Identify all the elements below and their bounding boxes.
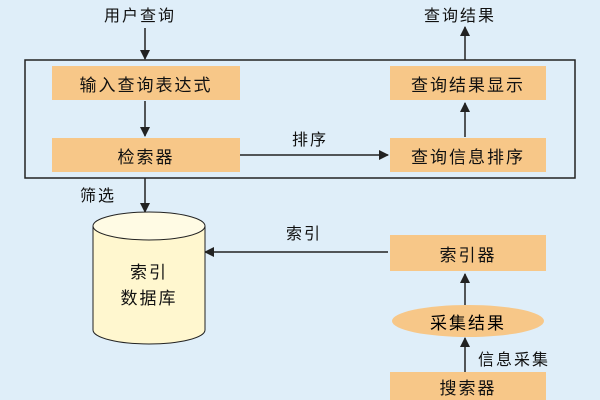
- label-info-collect: 信息采集: [478, 350, 551, 369]
- database-cylinder: [92, 211, 206, 345]
- database-label: 索引 数据库: [93, 260, 205, 312]
- label-query-result: 查询结果: [424, 6, 497, 25]
- indexer-box: 索引器: [390, 235, 546, 271]
- label-index: 索引: [286, 224, 323, 243]
- database-line2: 数据库: [120, 289, 178, 309]
- result-display-box: 查询结果显示: [390, 66, 546, 100]
- label-filter: 筛选: [80, 186, 117, 205]
- label-user-query: 用户查询: [104, 6, 177, 25]
- system-frame: [24, 59, 576, 179]
- retriever-box: 检索器: [52, 138, 240, 172]
- input-expression-box: 输入查询表达式: [52, 66, 240, 100]
- crawler-box: 搜索器: [390, 372, 546, 400]
- collect-result-ellipse: 采集结果: [392, 305, 544, 337]
- label-sort: 排序: [292, 130, 329, 149]
- info-sort-box: 查询信息排序: [390, 138, 546, 172]
- database-line1: 索引: [130, 263, 168, 283]
